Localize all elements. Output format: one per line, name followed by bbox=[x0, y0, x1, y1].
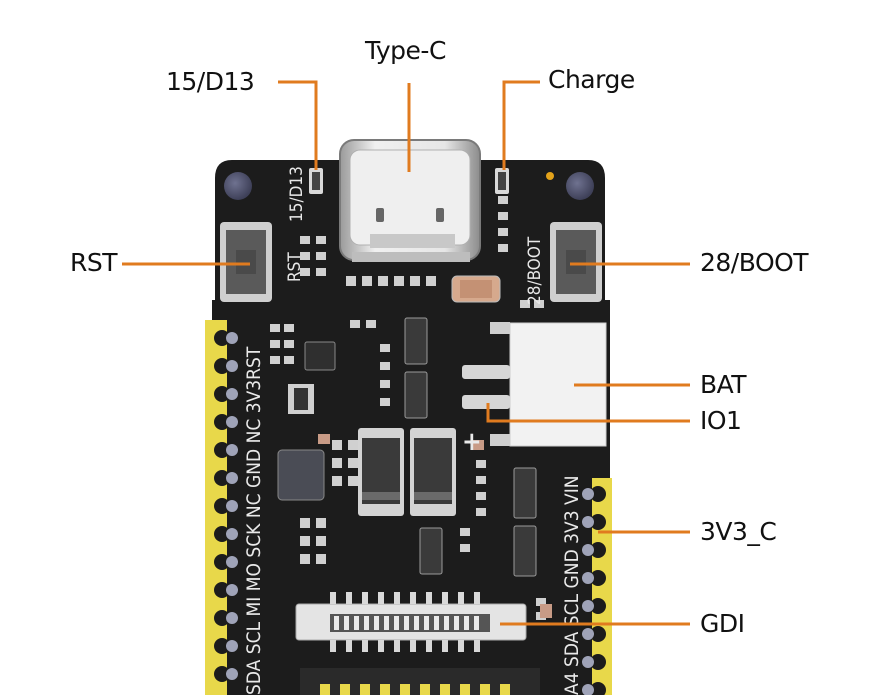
usb-c-connector bbox=[339, 139, 481, 262]
label-type-c: Type-C bbox=[365, 36, 446, 65]
diode-right bbox=[410, 428, 456, 516]
leader-charge bbox=[502, 80, 540, 170]
sot-components bbox=[404, 317, 537, 577]
left-header-pads bbox=[205, 320, 238, 699]
passive-components bbox=[270, 196, 546, 620]
label-charge: Charge bbox=[548, 65, 635, 94]
ic-chip bbox=[277, 449, 325, 501]
status-led bbox=[546, 172, 554, 180]
small-ic bbox=[304, 341, 336, 371]
mounting-hole-right bbox=[566, 172, 594, 200]
label-15-d13: 15/D13 bbox=[166, 67, 255, 96]
label-gdi: GDI bbox=[700, 609, 745, 638]
callout-leaders bbox=[122, 80, 690, 626]
boot-button bbox=[550, 222, 602, 302]
label-io1: IO1 bbox=[700, 406, 742, 435]
gdi-connector bbox=[295, 592, 527, 652]
silk-boot: 28/BOOT bbox=[525, 236, 545, 305]
mounting-hole-left bbox=[224, 172, 252, 200]
leader-io1 bbox=[486, 403, 690, 423]
resistor-components bbox=[318, 434, 552, 618]
label-28-boot: 28/BOOT bbox=[700, 248, 809, 277]
silk-plus: + bbox=[462, 427, 482, 457]
leader-d13 bbox=[278, 80, 318, 170]
silk-d13: 15/D13 bbox=[287, 166, 307, 222]
label-rst: RST bbox=[70, 248, 118, 277]
silk-right-header: A4 SDA SCL GND 3V3 VIN bbox=[561, 475, 583, 695]
reset-button bbox=[220, 222, 272, 302]
silk-rst: RST bbox=[285, 252, 305, 282]
label-3v3-c: 3V3_C bbox=[700, 517, 777, 546]
silk-left-header: SDA SCL MI MO SCK NC GND NC 3V3RST bbox=[243, 346, 265, 695]
label-bat: BAT bbox=[700, 370, 747, 399]
diode-left bbox=[358, 428, 404, 516]
